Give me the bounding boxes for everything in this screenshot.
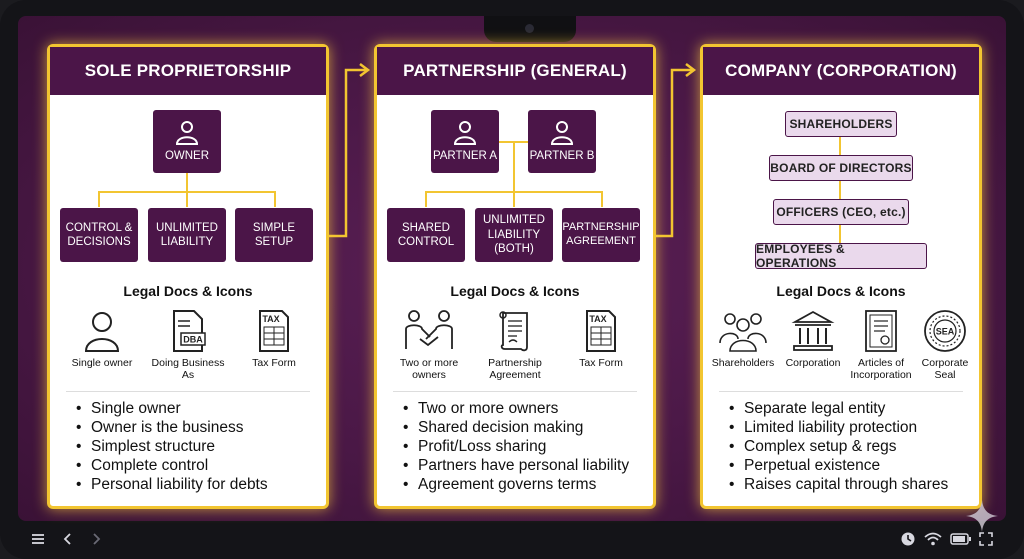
partner-b-box: PARTNER B (528, 110, 596, 173)
svg-text:SEA: SEA (936, 327, 955, 337)
panel-title: PARTNERSHIP (GENERAL) (377, 47, 653, 95)
list-item: Separate legal entity (729, 399, 948, 418)
menu-icon[interactable] (30, 531, 46, 547)
doc-articles-of-incorporation: Articles of Incorporation (843, 309, 919, 381)
unlimited-liability-box: UNLIMITED LIABILITY (148, 208, 226, 262)
list-item: Shared decision making (403, 418, 629, 437)
panel-title: COMPANY (CORPORATION) (703, 47, 979, 95)
list-item: Agreement governs terms (403, 475, 629, 494)
connector (839, 137, 841, 247)
feature-list: Separate legal entity Limited liability … (729, 399, 948, 494)
connector (601, 191, 603, 207)
arrow-1-to-2-head (359, 63, 371, 77)
list-item: Partners have personal liability (403, 456, 629, 475)
connector (513, 191, 515, 207)
tax-form-icon: TAX (259, 310, 289, 352)
list-item: Raises capital through shares (729, 475, 948, 494)
doc-single-owner: Single owner (62, 309, 142, 369)
list-item: Simplest structure (76, 437, 268, 456)
forward-icon[interactable] (88, 531, 104, 547)
camera-icon (525, 24, 534, 33)
feature-list: Two or more owners Shared decision makin… (403, 399, 629, 494)
divider (719, 391, 963, 392)
doc-two-owners: Two or more owners (389, 309, 469, 381)
camera-notch (484, 16, 576, 42)
list-item: Two or more owners (403, 399, 629, 418)
list-item: Perpetual existence (729, 456, 948, 475)
doc-corporate-seal: SEA Corporate Seal (907, 309, 983, 381)
connector (186, 173, 188, 191)
connector (98, 191, 100, 207)
simple-setup-box: SIMPLE SETUP (235, 208, 313, 262)
panel-partnership: PARTNERSHIP (GENERAL) PARTNER A PARTNER … (374, 44, 656, 509)
shareholders-pill: SHAREHOLDERS (785, 111, 897, 137)
employees-operations-pill: EMPLOYEES & OPERATIONS (755, 242, 927, 270)
list-item: Personal liability for debts (76, 475, 268, 494)
sparkle-icon (966, 500, 998, 532)
feature-list: Single owner Owner is the business Simpl… (76, 399, 268, 494)
svg-text:TAX: TAX (262, 314, 279, 324)
svg-text:DBA: DBA (183, 335, 203, 345)
doc-tax-form: TAX Tax Form (234, 309, 314, 369)
unlimited-liability-both-box: UNLIMITED LIABILITY (BOTH) (475, 208, 553, 262)
owner-box: OWNER (153, 110, 221, 173)
list-item: Owner is the business (76, 418, 268, 437)
docs-title: Legal Docs & Icons (450, 283, 580, 299)
battery-icon[interactable] (950, 532, 972, 546)
svg-text:TAX: TAX (589, 314, 606, 324)
taskbar (0, 521, 1024, 559)
scroll-icon (499, 311, 528, 352)
tax-form-icon: TAX (586, 310, 616, 352)
dba-document-icon: DBA (173, 310, 206, 352)
panel-sole-proprietorship: SOLE PROPRIETORSHIP OWNER CONTROL & DECI… (47, 44, 329, 509)
control-decisions-box: CONTROL & DECISIONS (60, 208, 138, 262)
fullscreen-icon[interactable] (978, 531, 994, 547)
person-icon (550, 121, 574, 146)
list-item: Limited liability protection (729, 418, 948, 437)
list-item: Profit/Loss sharing (403, 437, 629, 456)
connector (513, 141, 515, 191)
panel-corporation: COMPANY (CORPORATION) SHAREHOLDERS BOARD… (700, 44, 982, 509)
shared-control-box: SHARED CONTROL (387, 208, 465, 262)
doc-partnership-agreement: Partnership Agreement (475, 309, 555, 381)
connector (425, 191, 427, 207)
board-of-directors-pill: BOARD OF DIRECTORS (769, 155, 913, 181)
building-icon (791, 310, 835, 351)
arrow-2-to-3-head (685, 63, 697, 77)
seal-icon: SEA (924, 310, 966, 352)
connector (274, 191, 276, 207)
partnership-agreement-box: PARTNERSHIP AGREEMENT (562, 208, 640, 262)
person-icon (84, 312, 120, 352)
list-item: Complex setup & regs (729, 437, 948, 456)
partner-a-box: PARTNER A (431, 110, 499, 173)
group-icon (719, 313, 767, 352)
list-item: Single owner (76, 399, 268, 418)
panel-title: SOLE PROPRIETORSHIP (50, 47, 326, 95)
handshake-icon (405, 310, 453, 349)
doc-shareholders: Shareholders (705, 309, 781, 369)
docs-title: Legal Docs & Icons (123, 283, 253, 299)
docs-title: Legal Docs & Icons (776, 283, 906, 299)
clock-icon[interactable] (900, 531, 916, 547)
owner-label: OWNER (164, 150, 210, 163)
back-icon[interactable] (60, 531, 76, 547)
wifi-icon[interactable] (924, 531, 942, 547)
certificate-icon (865, 310, 897, 352)
doc-dba: DBA Doing Business As (148, 309, 228, 381)
person-icon (175, 121, 199, 146)
doc-corporation: Corporation (775, 309, 851, 369)
doc-tax-form: TAX Tax Form (561, 309, 641, 369)
connector (186, 191, 188, 207)
officers-pill: OFFICERS (CEO, etc.) (773, 199, 909, 225)
divider (393, 391, 637, 392)
divider (66, 391, 310, 392)
person-icon (453, 121, 477, 146)
list-item: Complete control (76, 456, 268, 475)
